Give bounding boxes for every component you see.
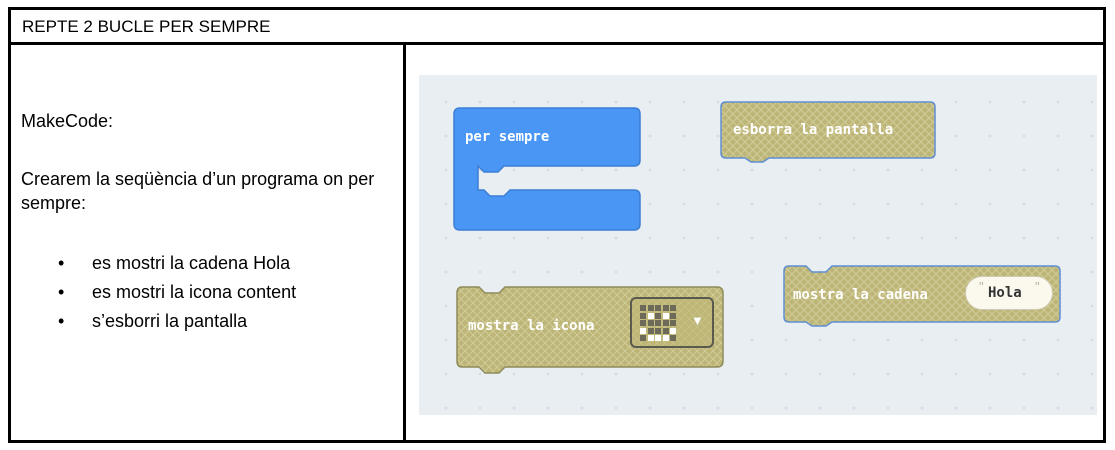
- show-string-label: mostra la cadena: [793, 287, 928, 303]
- icon-dropdown[interactable]: ▼: [630, 297, 714, 348]
- instructions-heading: MakeCode:: [21, 111, 114, 131]
- happy-face-icon: [640, 305, 676, 341]
- makecode-workspace[interactable]: per sempre esborra la pantalla: [419, 75, 1097, 415]
- string-value: Hola: [988, 285, 1022, 301]
- close-quote-icon: ": [1035, 279, 1040, 294]
- challenge-table: REPTE 2 BUCLE PER SEMPRE MakeCode: Crear…: [8, 7, 1106, 443]
- instructions-cell: MakeCode: Crearem la seqüència d’un prog…: [11, 45, 406, 440]
- clear-screen-label: esborra la pantalla: [733, 122, 894, 138]
- show-string-block[interactable]: mostra la cadena " Hola ": [783, 265, 1064, 327]
- show-icon-block[interactable]: mostra la icona ▼: [456, 286, 727, 374]
- clear-screen-block-shape: [720, 101, 936, 163]
- forever-block[interactable]: per sempre: [453, 107, 644, 233]
- string-input[interactable]: " Hola ": [965, 276, 1053, 310]
- bullet-icon: •: [58, 282, 65, 302]
- screenshot-cell: per sempre esborra la pantalla: [406, 45, 1103, 440]
- bullet-icon: •: [58, 311, 65, 331]
- chevron-down-icon: ▼: [691, 313, 704, 328]
- instructions-intro: Crearem la seqüència d’un programa on pe…: [21, 169, 375, 213]
- open-quote-icon: ": [979, 279, 984, 294]
- show-icon-label: mostra la icona: [468, 318, 595, 334]
- challenge-title: REPTE 2 BUCLE PER SEMPRE: [22, 17, 271, 36]
- clear-screen-block[interactable]: esborra la pantalla: [720, 101, 937, 163]
- bullet-icon: •: [58, 253, 65, 273]
- forever-block-shape: [453, 107, 641, 231]
- forever-label: per sempre: [465, 129, 550, 145]
- title-row: REPTE 2 BUCLE PER SEMPRE: [11, 10, 1103, 45]
